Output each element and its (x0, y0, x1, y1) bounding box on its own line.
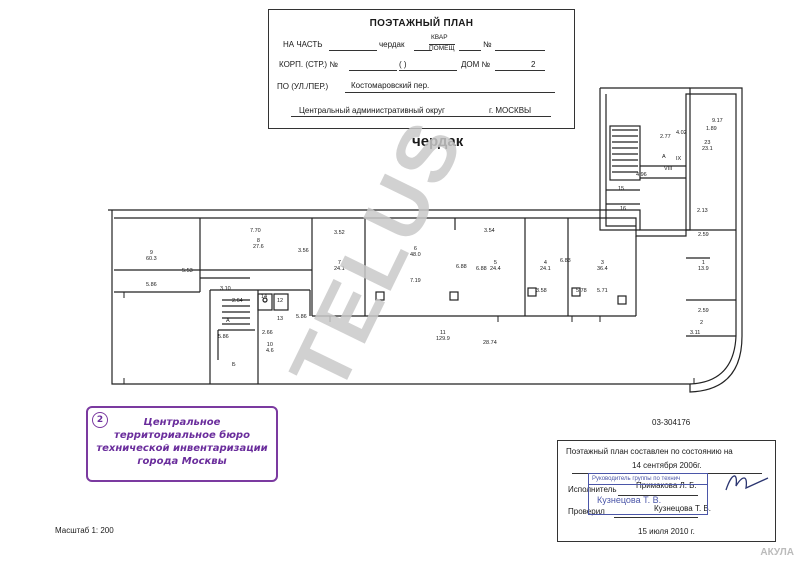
dim: А (662, 154, 666, 160)
dim: 2.77 (660, 134, 671, 140)
executor-label: Исполнитель (568, 485, 617, 494)
dim: 3.11 (690, 330, 701, 336)
dim: 12 (277, 298, 284, 304)
dim: 3.56 (298, 248, 309, 254)
dim: 6.88 (476, 266, 487, 272)
info-date2: 15 июля 2010 г. (638, 527, 695, 536)
signature (725, 475, 769, 491)
stamp-line: Центральное (143, 417, 221, 428)
dim: 16 (620, 206, 627, 212)
floor-heading: чердак (412, 133, 464, 150)
dim: 15 (618, 186, 625, 192)
corner-logo: АКУЛА (760, 547, 794, 558)
checker-name: Кузнецова Т. В. (654, 504, 711, 513)
korp-label: КОРП. (СТР.) № (279, 60, 338, 69)
dim: 3.54 (484, 228, 495, 234)
part-label: НА ЧАСТЬ (283, 40, 323, 49)
dim: 14 (261, 294, 268, 300)
dim: 2.59 (698, 308, 709, 314)
dim: 6.88 (456, 264, 467, 270)
dim: 7.70 (250, 228, 261, 234)
dim: 2.59 (698, 232, 709, 238)
district-value: Центральный административный округ (299, 106, 445, 115)
dim: 3.10 (220, 286, 231, 292)
dom-label: ДОМ № (461, 60, 491, 69)
kvar-label: КВАР (431, 34, 448, 41)
dim: 2 (700, 320, 704, 326)
stamp-line: города Москвы (137, 456, 227, 467)
dim: 3.58 (536, 288, 547, 294)
dim: 28.74 (483, 340, 497, 346)
dim: 5.86 (218, 334, 229, 340)
dim: 5.86 (146, 282, 157, 288)
dim: 2.66 (262, 330, 273, 336)
dim: 5.78 (576, 288, 587, 294)
header-block: ПОЭТАЖНЫЙ ПЛАН НА ЧАСТЬ чердак КВАР ПОМЕ… (268, 9, 575, 129)
dim: 5.53 (182, 268, 193, 274)
plan-number: 03-304176 (652, 418, 691, 427)
street-label: ПО (УЛ./ПЕР.) (277, 82, 329, 91)
checker-label: Проверил (568, 507, 605, 516)
info-date: 14 сентября 2006г. (632, 461, 702, 470)
dim: VIII (664, 166, 673, 172)
dim: 9.17 (712, 118, 723, 124)
dim: 3.52 (334, 230, 345, 236)
watermark-text: TELUS (273, 113, 481, 405)
stamp-line: технической инвентаризации (96, 443, 268, 454)
dom-value: 2 (531, 60, 536, 69)
pomesch-label: ПОМЕЩ (429, 44, 455, 52)
dim: 2.64 (232, 298, 243, 304)
dim: IX (676, 156, 682, 162)
dim: А (226, 318, 230, 324)
number-sign: № (483, 40, 492, 49)
stamp-number: 2 (92, 412, 108, 428)
dim: 13 (277, 316, 284, 322)
dim: 5.86 (296, 314, 307, 320)
watermark: TELUS (273, 113, 481, 405)
city-value: г. МОСКВЫ (489, 106, 532, 115)
sig-stamp-line2: Кузнецова Т. В. (597, 495, 662, 505)
dim: Б (232, 362, 236, 368)
dim: 1.89 (706, 126, 717, 132)
stamp-line: территориальное бюро (114, 430, 250, 441)
info-line1: Поэтажный план составлен по состоянию на (566, 447, 733, 456)
dim: 4.02 (676, 130, 687, 136)
signature-stamp: Руководитель группы по технич Кузнецова … (588, 473, 708, 515)
dim: 2.13 (697, 208, 708, 214)
dim: 6.83 (560, 258, 571, 264)
scale-label: Масштаб 1: 200 (55, 526, 114, 535)
dim: 7.19 (410, 278, 421, 284)
street-value: Костомаровский пер. (351, 81, 430, 90)
korp-paren: ( ) (399, 60, 407, 69)
dim: 4.96 (636, 172, 647, 178)
part-value: чердак (379, 40, 405, 49)
sig-stamp-line1: Руководитель группы по технич (589, 474, 707, 485)
dim: 5.71 (597, 288, 608, 294)
executor-name: Примакова Л. Б. (636, 481, 697, 490)
plan-title: ПОЭТАЖНЫЙ ПЛАН (369, 18, 474, 29)
bti-stamp: 2 Центральное территориальное бюро техни… (86, 406, 278, 482)
